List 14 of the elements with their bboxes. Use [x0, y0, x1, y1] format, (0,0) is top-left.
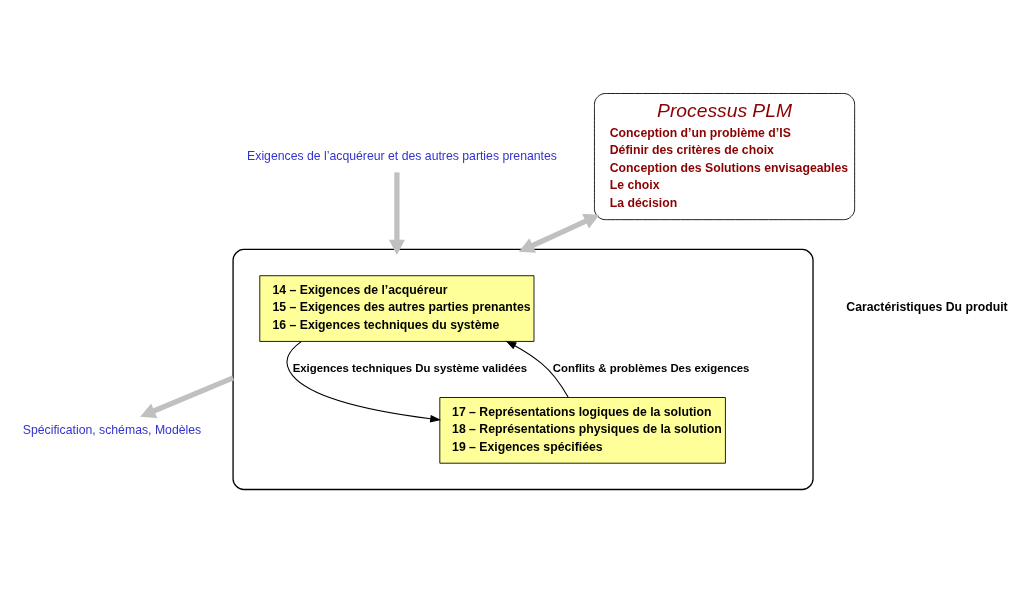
arrow — [518, 213, 599, 253]
cluster — [231, 248, 814, 490]
label: Caractéristiques Du produit — [845, 299, 1008, 314]
arrow — [139, 374, 234, 418]
node-text: Exigences de l’acquéreur et des autres parties prenantes — [246, 148, 557, 163]
arrow — [388, 171, 405, 255]
edge-label: Conflits & problèmes Des exigences — [552, 361, 749, 374]
arrow — [285, 340, 441, 423]
edge-label: Exigences techniques Du système validées — [292, 361, 527, 374]
node-text: Spécification, schémas, Modèles — [22, 422, 201, 437]
node-box: 14 – Exigences de l’acquéreur 15 – Exigences des autres parties prenantes 16 – Exigences techniques du système — [258, 274, 534, 342]
node-box: 17 – Représentations logiques de la solution 18 – Représentations physiques de la solution 19 – Exigences spécifiées — [438, 396, 726, 464]
arrow — [505, 340, 569, 398]
node-box: Processus PLM Conception d’un problème d’IS Définir des critères de choix Conception des Solutions envisageables Le choix La décision — [593, 92, 855, 220]
